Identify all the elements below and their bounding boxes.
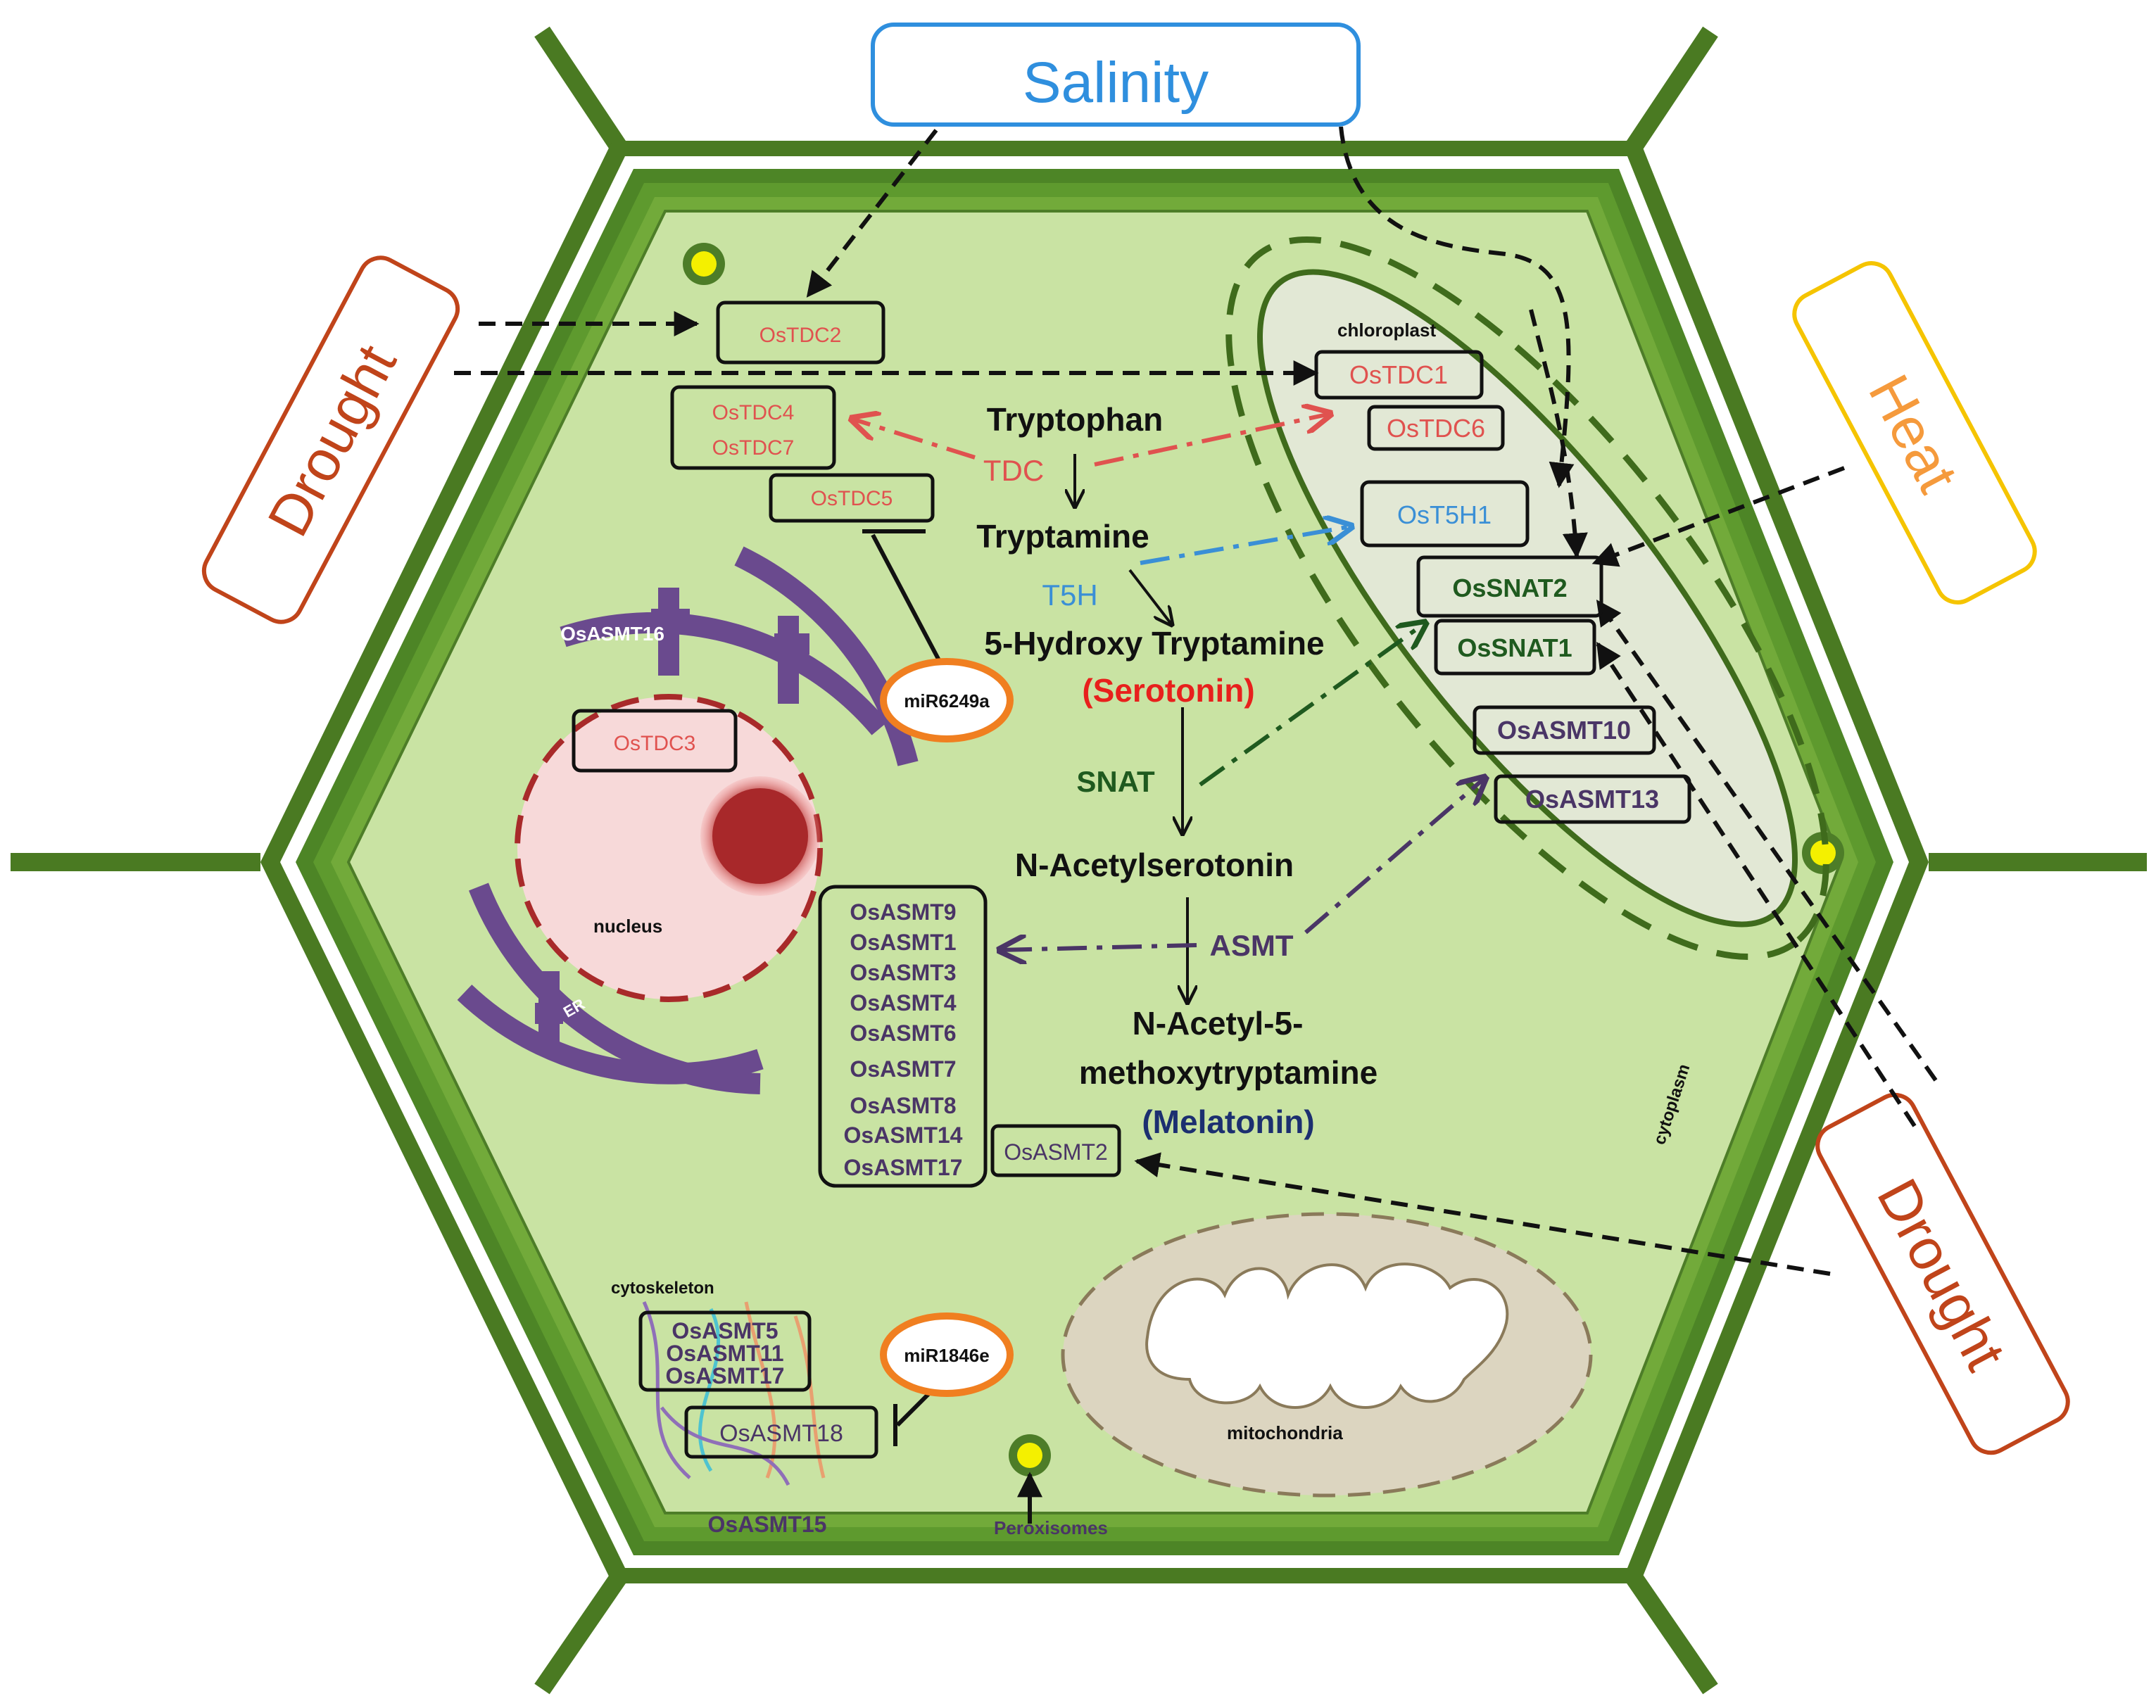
melatonin-label: (Melatonin) bbox=[1142, 1103, 1314, 1140]
mitochondria bbox=[1061, 1212, 1593, 1498]
heat-box: Heat bbox=[1792, 261, 2037, 605]
asmt-list-item: OsASMT3 bbox=[850, 960, 956, 985]
osasmt13-label: OsASMT13 bbox=[1525, 785, 1659, 814]
mitochondria-label: mitochondria bbox=[1227, 1422, 1343, 1443]
salinity-box bbox=[871, 23, 1361, 127]
salinity-label: Salinity bbox=[1023, 51, 1209, 115]
nucleus-label: nucleus bbox=[593, 916, 662, 937]
serotonin-label: (Serotonin) bbox=[1082, 672, 1254, 709]
t5h-label: T5H bbox=[1042, 578, 1097, 612]
ossnat1-label: OsSNAT1 bbox=[1457, 633, 1572, 662]
ostdc2-label: OsTDC2 bbox=[759, 324, 842, 347]
ostdc5-label: OsTDC5 bbox=[811, 487, 893, 510]
asmt-list-item: OsASMT17 bbox=[844, 1155, 963, 1180]
mir6249a-ellipse bbox=[880, 658, 1014, 742]
asmt-list-item: OsASMT14 bbox=[844, 1122, 963, 1148]
asmt-list-item: OsASMT8 bbox=[850, 1093, 956, 1118]
ostdc1-label: OsTDC1 bbox=[1349, 360, 1448, 389]
asmt-label: ASMT bbox=[1210, 929, 1294, 962]
inhibition-lines bbox=[862, 529, 942, 1446]
cytoskeleton-label: cytoskeleton bbox=[611, 1279, 714, 1298]
ostdc4-label: OsTDC4 bbox=[712, 401, 795, 424]
enzyme-arrows bbox=[852, 414, 1485, 950]
peroxisome-dots bbox=[683, 243, 1844, 1476]
tryptophan-label: Tryptophan bbox=[987, 401, 1163, 438]
drought-right-box: Drought bbox=[1815, 1092, 2070, 1455]
cyto-list-item: OsASMT5 bbox=[672, 1318, 778, 1343]
mir6249a-label: miR6249a bbox=[904, 690, 990, 711]
gene-boxes bbox=[572, 301, 1691, 1459]
ostdc3-label: OsTDC3 bbox=[614, 732, 696, 755]
peroxisomes-label: Peroxisomes bbox=[994, 1517, 1108, 1538]
mir1846e-label: miR1846e bbox=[904, 1345, 989, 1366]
neighbor-walls bbox=[11, 26, 2147, 1695]
osasmt16-label: OsASMT16 bbox=[560, 623, 664, 645]
asmt-list-item: OsASMT4 bbox=[850, 990, 956, 1016]
asmt-list-item: OsASMT7 bbox=[850, 1056, 956, 1082]
chloroplast-label: chloroplast bbox=[1337, 320, 1436, 341]
osasmt18-label: OsASMT18 bbox=[719, 1420, 843, 1447]
osasmt15-label: OsASMT15 bbox=[708, 1512, 827, 1537]
asmt-list-item: OsASMT1 bbox=[850, 930, 956, 955]
snat-label: SNAT bbox=[1076, 765, 1155, 798]
melatonin-line2-label: methoxytryptamine bbox=[1079, 1054, 1378, 1091]
cyto-list-item: OsASMT17 bbox=[666, 1363, 785, 1388]
asmt-list-item: OsASMT6 bbox=[850, 1020, 956, 1046]
mir1846e-ellipse bbox=[880, 1312, 1014, 1397]
n-acetylserotonin-label: N-Acetylserotonin bbox=[1015, 847, 1294, 883]
asmt-gene-list: OsASMT9 OsASMT1 OsASMT3 OsASMT4 OsASMT6 … bbox=[844, 899, 963, 1180]
cyto-list-item: OsASMT11 bbox=[666, 1341, 783, 1366]
stress-arrows bbox=[454, 126, 1938, 1524]
melatonin-line1-label: N-Acetyl-5- bbox=[1133, 1005, 1304, 1042]
hydroxy-label: 5-Hydroxy Tryptamine bbox=[984, 625, 1324, 662]
ost5h1-label: OsT5H1 bbox=[1397, 500, 1492, 529]
tryptamine-label: Tryptamine bbox=[976, 518, 1149, 555]
pathway-arrows bbox=[1075, 454, 1187, 1003]
ostdc7-label: OsTDC7 bbox=[712, 436, 795, 460]
cytoskeleton-gene-list: OsASMT5 OsASMT11 OsASMT17 bbox=[666, 1318, 785, 1388]
osasmt10-label: OsASMT10 bbox=[1497, 716, 1631, 745]
ossnat2-label: OsSNAT2 bbox=[1452, 574, 1567, 602]
ostdc6-label: OsTDC6 bbox=[1387, 414, 1485, 443]
osasmt2-label: OsASMT2 bbox=[1004, 1139, 1108, 1165]
tdc-label: TDC bbox=[983, 454, 1044, 487]
asmt-list-item: OsASMT9 bbox=[850, 899, 956, 925]
